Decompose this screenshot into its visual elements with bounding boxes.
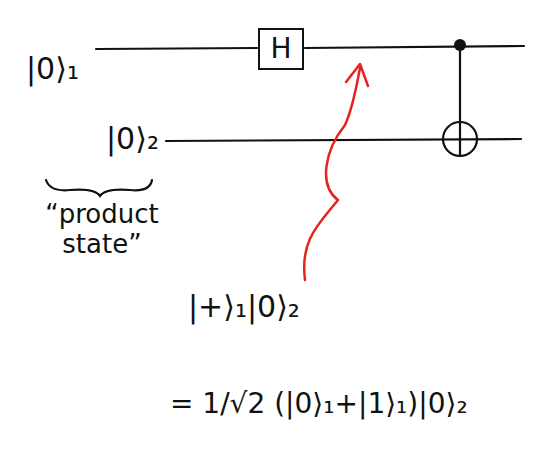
math-label: |0⟩₂	[106, 122, 159, 157]
math-label: |0⟩₁	[26, 52, 79, 87]
qubit-wire	[166, 139, 521, 141]
pointer-arrow	[304, 68, 360, 280]
cnot-link	[459, 46, 461, 156]
qubit-wire	[96, 48, 257, 49]
underbrace	[46, 180, 152, 196]
cnot-target	[443, 122, 477, 156]
math-label: |+⟩₁|0⟩₂	[188, 290, 300, 325]
cnot-control	[454, 39, 466, 51]
note-text: “product state”	[22, 200, 182, 260]
qubit-wire	[305, 46, 524, 48]
arrow-head	[346, 64, 368, 86]
gate-box: H	[258, 28, 304, 70]
gate-label: H	[270, 35, 291, 63]
math-label: = 1/√2 (|0⟩₁+|1⟩₁)|0⟩₂	[170, 388, 468, 420]
